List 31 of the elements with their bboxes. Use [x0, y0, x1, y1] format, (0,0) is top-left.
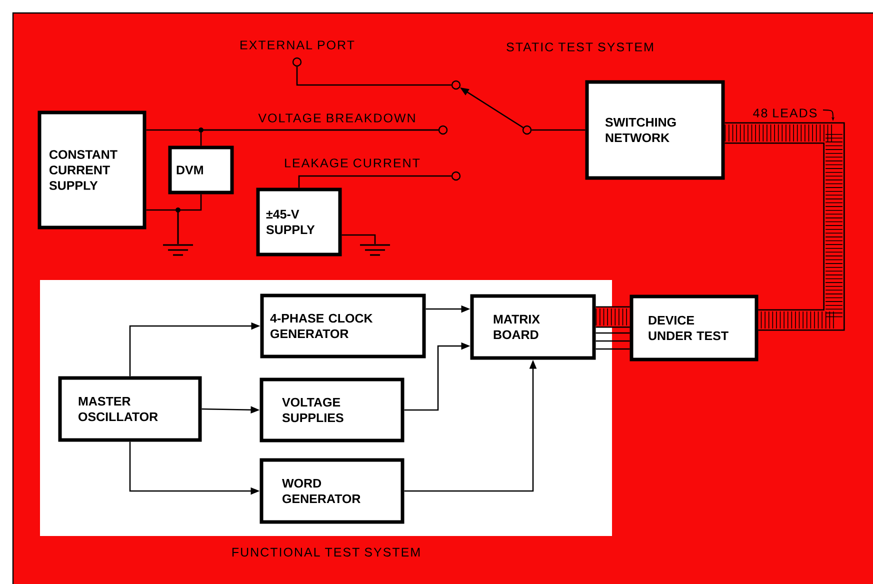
wire	[342, 234, 376, 244]
block-box: MASTER OSCILLATOR	[58, 376, 202, 442]
block-box: WORD GENERATOR	[260, 458, 404, 524]
edge-label: 48 LEADS	[752, 108, 818, 118]
wire	[532, 129, 586, 131]
terminal-label: EXTERNAL PORT	[240, 40, 354, 50]
block-box: DEVICE UNDER TEST	[630, 294, 758, 362]
terminal	[522, 125, 532, 135]
block-box: ±45-V SUPPLY	[256, 188, 342, 256]
block-box: CONSTANT CURRENT SUPPLY	[38, 110, 146, 230]
ground-symbol	[359, 244, 391, 256]
wire	[596, 348, 630, 350]
section-title: STATIC TEST SYSTEM	[506, 42, 653, 52]
block-box: DVM	[168, 146, 234, 194]
wire	[296, 66, 452, 86]
terminal-label: VOLTAGE BREAKDOWN	[258, 114, 415, 122]
terminal-label: LEAKAGE CURRENT	[285, 158, 420, 168]
terminal	[451, 80, 461, 90]
block-box: 4-PHASE CLOCK GENERATOR	[260, 294, 426, 358]
wire	[200, 129, 438, 146]
block-box: SWITCHING NETWORK	[585, 80, 725, 180]
wire	[596, 340, 630, 342]
hatched-bus	[596, 306, 630, 328]
wire	[596, 332, 630, 334]
ground-symbol	[162, 244, 194, 256]
hatched-bus	[724, 122, 845, 331]
node-label: FUNCTIONAL TEST SYSTEM	[232, 548, 420, 557]
wire	[298, 175, 452, 188]
wire	[177, 194, 202, 244]
block-box: MATRIX BOARD	[470, 294, 596, 360]
block-box: VOLTAGE SUPPLIES	[260, 378, 404, 442]
